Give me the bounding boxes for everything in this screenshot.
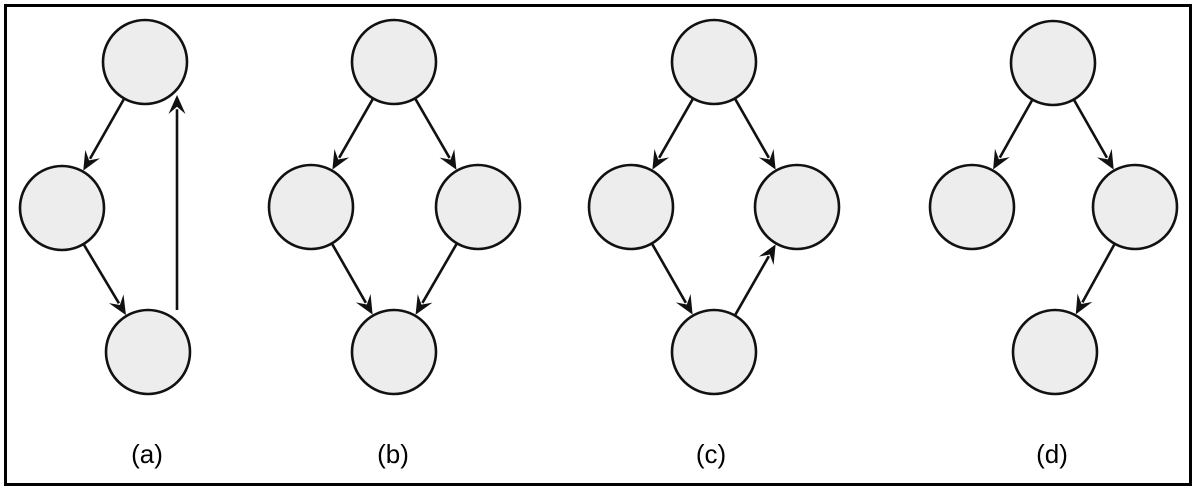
graph-edge bbox=[734, 98, 776, 170]
panel-label-d: (d) bbox=[1036, 439, 1068, 469]
graph-edge bbox=[993, 99, 1034, 170]
figure-outer-border bbox=[4, 4, 1192, 486]
edges-layer bbox=[82, 95, 1116, 316]
node-right[interactable] bbox=[1091, 163, 1179, 251]
node-top[interactable] bbox=[101, 18, 189, 106]
node-top[interactable] bbox=[1009, 19, 1097, 107]
node-bottom[interactable] bbox=[104, 308, 192, 396]
panel-labels-layer: (a) (b) (c) (d) bbox=[131, 439, 1068, 469]
graph-edge bbox=[734, 244, 776, 316]
graph-edge bbox=[1075, 244, 1116, 315]
graph-edge bbox=[1073, 99, 1114, 170]
node-bottom[interactable] bbox=[350, 308, 438, 396]
graph-edge bbox=[331, 243, 373, 315]
panel-label-c: (c) bbox=[696, 439, 726, 469]
node-left[interactable] bbox=[928, 163, 1016, 251]
node-right[interactable] bbox=[753, 163, 841, 251]
node-left[interactable] bbox=[267, 163, 355, 251]
graph-edge bbox=[651, 243, 693, 315]
node-bottom[interactable] bbox=[670, 308, 758, 396]
graph-edge bbox=[83, 98, 125, 171]
node-left[interactable] bbox=[18, 164, 106, 252]
node-bottom[interactable] bbox=[1011, 308, 1099, 396]
node-left[interactable] bbox=[587, 163, 675, 251]
node-right[interactable] bbox=[434, 163, 522, 251]
node-top[interactable] bbox=[670, 18, 758, 106]
panel-label-a: (a) bbox=[131, 439, 163, 469]
panel-label-b: (b) bbox=[377, 439, 409, 469]
graph-edge bbox=[168, 95, 186, 310]
graph-edge bbox=[414, 98, 457, 170]
graph-edge bbox=[415, 243, 458, 315]
graph-edge bbox=[332, 98, 374, 170]
graph-edge bbox=[82, 244, 126, 316]
nodes-layer bbox=[18, 18, 1179, 396]
node-top[interactable] bbox=[350, 18, 438, 106]
graph-edge bbox=[652, 98, 694, 170]
